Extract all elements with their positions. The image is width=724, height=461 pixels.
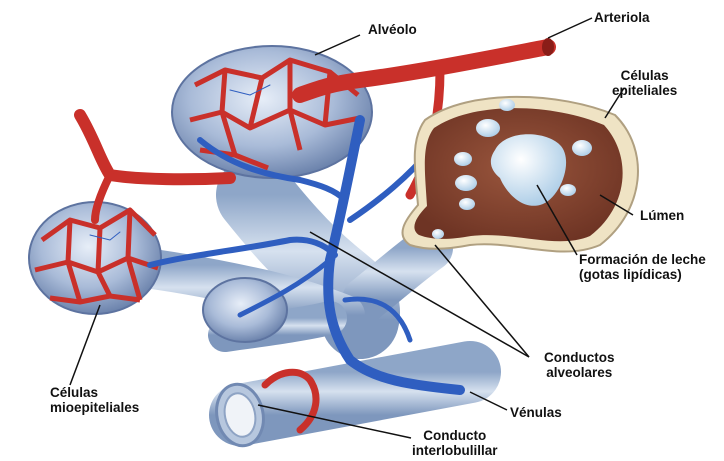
label-venulas: Vénulas — [510, 405, 562, 420]
label-celulas-mioepiteliales: Células mioepiteliales — [50, 385, 139, 415]
label-formacion-leche-line1: Formación de leche — [579, 252, 706, 267]
label-conductos-alveolares-line2: alveolares — [544, 365, 615, 380]
label-conducto-interlobulillar-line1: Conducto — [412, 428, 498, 443]
label-celulas-mioepiteliales-line2: mioepiteliales — [50, 400, 139, 415]
label-formacion-leche-line2: (gotas lipídicas) — [579, 267, 706, 282]
label-formacion-leche: Formación de leche (gotas lipídicas) — [579, 252, 706, 282]
sectioned-alveolus — [402, 97, 637, 252]
label-celulas-epiteliales: Células epiteliales — [612, 68, 677, 98]
label-celulas-epiteliales-line2: epiteliales — [612, 83, 677, 98]
label-conductos-alveolares-line1: Conductos — [544, 350, 615, 365]
label-celulas-mioepiteliales-line1: Células — [50, 385, 139, 400]
label-lumen: Lúmen — [640, 208, 684, 223]
label-celulas-epiteliales-line1: Células — [612, 68, 677, 83]
label-arteriola: Arteriola — [594, 10, 650, 25]
label-conductos-alveolares: Conductos alveolares — [544, 350, 615, 380]
alveolus-top — [172, 46, 372, 178]
label-conducto-interlobulillar: Conducto interlobulillar — [412, 428, 498, 458]
label-alveolo: Alvéolo — [368, 22, 417, 37]
